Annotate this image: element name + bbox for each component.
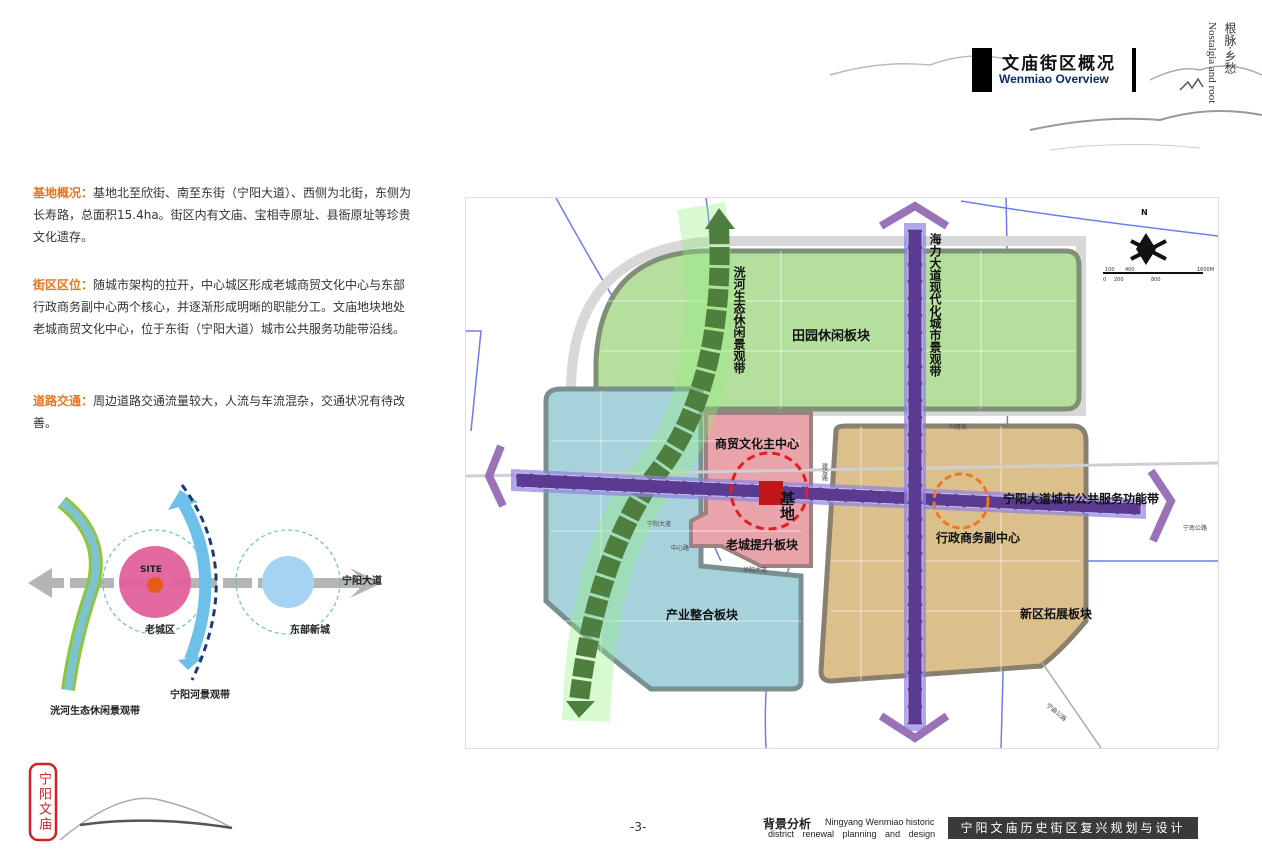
scale-label: 400 [1125, 267, 1135, 273]
commerce-center-label: 商贸文化主中心 [715, 436, 799, 451]
planning-map: N 100 400 1600M 0 200 800 洸河生态休闲景观带 海力大道… [465, 197, 1219, 749]
site-label: SITE [140, 565, 162, 575]
haili-band-label: 海力大道现代化城市景观带 [928, 232, 942, 378]
section-heading: 道路交通： [33, 394, 94, 408]
admin-center-ring [932, 472, 990, 530]
new-district-label: 新区拓展板块 [1020, 606, 1093, 621]
page-title: 文庙街区概况 [1002, 54, 1116, 74]
commerce-center-ring [729, 451, 809, 531]
section-text: 随城市架构的拉开，中心城区形成老城商贸文化中心与东部行政商务副中心两个核心，并逐… [33, 278, 406, 336]
project-title-bar: 宁阳文庙历史街区复兴规划与设计 [948, 817, 1198, 839]
scale-label: 800 [1151, 277, 1161, 283]
map-svg: N 100 400 1600M 0 200 800 洸河生态休闲景观带 海力大道… [466, 198, 1218, 748]
site-label: 基地 [778, 490, 796, 521]
north-arrow [1130, 233, 1167, 265]
road-label: 中心路 [671, 544, 689, 552]
river-band-label: 宁阳河景观带 [170, 688, 230, 701]
old-town-block-label: 老城提升板块 [726, 537, 799, 552]
river-band-arrow [174, 494, 212, 663]
river-dashed-line [180, 484, 218, 681]
scale-label: 100 [1105, 267, 1115, 273]
section-location: 街区区位：随城市架构的拉开，中心城区形成老城商贸文化中心与东部行政商务副中心两个… [33, 274, 413, 340]
road-label: 兴隆街 [949, 423, 967, 431]
red-seal [28, 762, 58, 842]
admin-center-label: 行政商务副中心 [935, 530, 1020, 545]
tagline-cn: 根脉·乡愁 [1223, 22, 1237, 74]
east-town-label: 东部新城 [290, 623, 330, 636]
public-band-label: 宁阳大道城市公共服务功能带 [1003, 491, 1159, 506]
section-name-en-2: district renewal planning and design [768, 829, 936, 839]
structure-diagram: SITE 老城区 东部新城 宁阳大道 宁阳河景观带 洸河生态休闲景观带 [28, 484, 382, 717]
east-town-ring [235, 529, 341, 635]
seal-text: 宁阳文庙 [36, 772, 51, 832]
section-heading: 街区区位： [33, 278, 94, 292]
old-town-label: 老城区 [144, 623, 175, 636]
section-heading: 基地概况： [33, 186, 94, 200]
section-traffic: 道路交通：周边道路交通流量较大，人流与车流混杂，交通状况有待改善。 [33, 390, 413, 434]
eco-band-label: 洸河生态休闲景观带 [732, 265, 746, 375]
scale-label: 0 [1103, 277, 1106, 283]
tagline-en: Nostalgia and root [1206, 22, 1218, 104]
industry-block [543, 386, 804, 692]
ink-landscape-decoration [829, 55, 1262, 151]
eco-arrow-south [566, 701, 595, 718]
road-label: 宁南公路 [1183, 524, 1207, 532]
road-label: 宁阳大道 [647, 520, 671, 528]
band-chevrons [484, 201, 1176, 743]
road-label: 华阳大道 [743, 566, 767, 574]
eco-arrow-north [705, 208, 735, 229]
road-label: 建设路 [821, 462, 828, 482]
page-subtitle: Wenmiao Overview [999, 72, 1109, 86]
site-dot [147, 577, 163, 593]
industry-block-label: 产业整合板块 [666, 607, 739, 622]
seal-landscape-decoration [28, 762, 233, 842]
section-name: 背景分析 [763, 817, 812, 831]
scale-label: 1600M [1197, 267, 1214, 273]
scale-label: 200 [1114, 277, 1124, 283]
avenue-label: 宁阳大道 [342, 574, 382, 587]
page-number: -3- [630, 820, 647, 834]
eco-band-label: 洸河生态休闲景观带 [50, 704, 140, 717]
section-text: 基地北至欣街、南至东街（宁阳大道）、西侧为北街，东侧为长寿路，总面积15.4ha… [33, 186, 412, 244]
site-marker [759, 481, 783, 505]
section-text: 周边道路交通流量较大，人流与车流混杂，交通状况有待改善。 [33, 394, 406, 430]
road-label: 宁曲公路 [1045, 701, 1069, 723]
section-site-overview: 基地概况：基地北至欣街、南至东街（宁阳大道）、西侧为北街，东侧为长寿路，总面积1… [33, 182, 413, 248]
title-bar-left [972, 48, 992, 92]
tianyuan-label: 田园休闲板块 [792, 328, 871, 344]
north-label: N [1141, 208, 1148, 217]
east-town-circle [262, 556, 314, 608]
title-bar-right [1132, 48, 1136, 92]
section-name-en-1: Ningyang Wenmiao historic [825, 817, 935, 827]
